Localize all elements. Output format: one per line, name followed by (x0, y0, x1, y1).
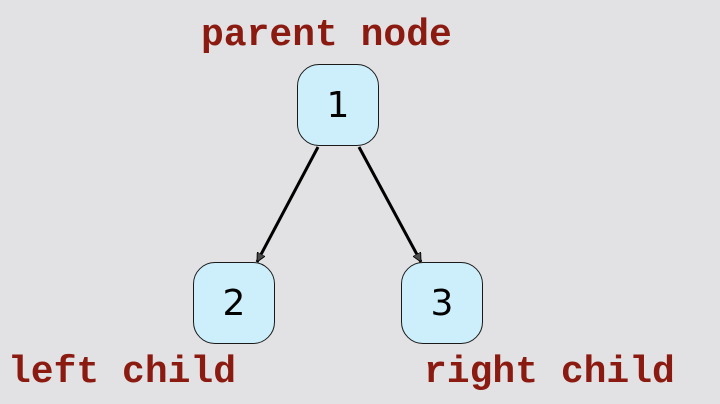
tree-node-left-child: 2 (193, 262, 275, 344)
parent-node-caption: parent node (201, 14, 452, 57)
node-label: 2 (222, 282, 246, 324)
tree-node-parent: 1 (297, 64, 379, 146)
edge-1-to-2 (255, 146, 320, 262)
tree-node-right-child: 3 (401, 262, 483, 344)
left-child-caption: left child (8, 351, 237, 394)
node-label: 3 (430, 282, 454, 324)
edge-1-to-3 (357, 146, 423, 262)
right-child-caption: right child (424, 351, 675, 394)
node-label: 1 (326, 84, 350, 126)
